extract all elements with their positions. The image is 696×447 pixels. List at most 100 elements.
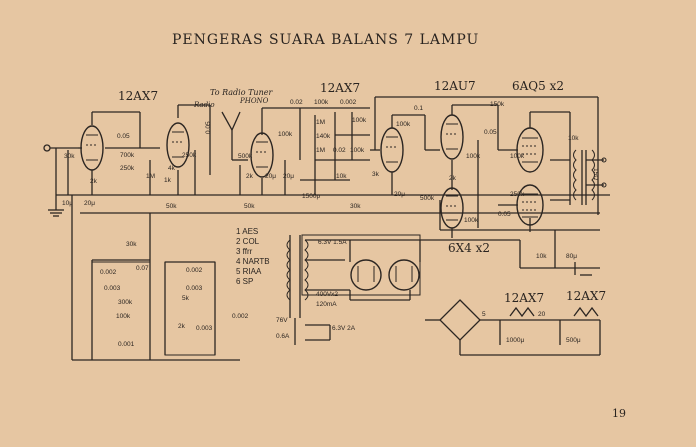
component-label: 5k	[182, 295, 190, 302]
eq-item: 6 SP	[236, 277, 253, 286]
component-label: 76V	[276, 317, 288, 324]
tube-label-v3: 12AU7	[434, 79, 476, 93]
component-label: 1k	[164, 177, 172, 184]
component-label: 150k	[490, 101, 505, 108]
component-label: 10k	[336, 173, 347, 180]
component-label: 2k	[449, 175, 457, 182]
component-label: 250k	[182, 152, 197, 159]
component-label: 0.002	[340, 99, 357, 106]
component-label: 80μ	[566, 253, 577, 260]
component-label: 0.002	[100, 269, 117, 276]
component-label: 500μ	[566, 337, 581, 344]
component-label: 0.6A	[276, 333, 290, 340]
component-label: 0.003	[196, 325, 213, 332]
component-label: 50k	[244, 203, 255, 210]
tube-rectifier-b	[388, 259, 420, 291]
component-label: 140k	[316, 133, 331, 140]
component-label: 0.05	[205, 121, 212, 134]
tube-v3a	[380, 127, 404, 173]
component-label: 0.07	[136, 265, 149, 272]
eq-item: 3 ffrr	[236, 247, 253, 256]
component-label: 400Vx2	[316, 291, 338, 298]
component-label: 15Ω	[592, 168, 599, 180]
phono-label: PHONO	[239, 97, 269, 105]
tube-label-rectifier: 6X4 x2	[448, 241, 490, 255]
component-label: 20	[538, 311, 546, 318]
component-label: 1M	[316, 119, 325, 126]
component-label: 100k	[352, 117, 367, 124]
tube-v4b	[516, 184, 544, 226]
component-label: 20μ	[394, 191, 405, 198]
tube-label-v2: 12AX7	[320, 81, 360, 95]
component-label: 100k	[314, 99, 329, 106]
tube-label-v1: 12AX7	[118, 89, 158, 103]
component-label: 1500p	[302, 193, 320, 200]
component-label: 500k	[238, 153, 253, 160]
tube-rectifier-a	[350, 259, 382, 291]
component-label: 250k	[510, 191, 525, 198]
component-label: 10μ	[62, 200, 73, 207]
power-transformer	[286, 239, 309, 301]
component-label: 100k	[278, 131, 293, 138]
component-label: 0.02	[290, 99, 303, 106]
tube-label-v4: 6AQ5 x2	[512, 79, 564, 93]
component-label: 100k	[350, 147, 365, 154]
page-title: PENGERAS SUARA BALANS 7 LAMPU	[172, 32, 479, 48]
wiring	[43, 96, 610, 361]
tube-v2	[250, 132, 274, 178]
component-label: 20μ	[265, 173, 276, 180]
component-label: 2k	[178, 323, 186, 330]
component-label: 100k	[464, 217, 479, 224]
component-label: 0.02	[333, 147, 346, 154]
component-label: 10k	[568, 135, 579, 142]
component-label: 1000μ	[506, 337, 524, 344]
component-label: 700k	[120, 152, 135, 159]
page-number: 19	[612, 407, 626, 420]
eq-item: 1 AES	[236, 227, 258, 236]
component-label: 500k	[420, 195, 435, 202]
component-label: 20μ	[283, 173, 294, 180]
output-transformer	[573, 149, 595, 201]
component-label: 30k	[126, 241, 137, 248]
component-label: 0.001	[118, 341, 135, 348]
component-label: 30k	[350, 203, 361, 210]
tube-v1	[80, 125, 104, 171]
component-label: 120mA	[316, 301, 337, 308]
component-label: 0.05	[484, 129, 497, 136]
component-label: 0.002	[186, 267, 203, 274]
tube-v3c	[440, 187, 464, 229]
component-label: 10k	[536, 253, 547, 260]
component-label: 1M	[316, 147, 325, 154]
component-label: 100k	[396, 121, 411, 128]
component-label: 300k	[118, 299, 133, 306]
eq-selector-legend: 1 AES 2 COL 3 ffrr 4 NARTB 5 RIAA 6 SP	[236, 227, 270, 286]
component-label: 2k	[90, 178, 98, 185]
rectifier-block	[301, 234, 421, 296]
component-label: 3k	[372, 171, 380, 178]
component-label: 6.3V 2A	[332, 325, 356, 332]
component-label: 4k	[168, 165, 176, 172]
component-label: 100k	[116, 313, 131, 320]
component-label: 250k	[120, 165, 135, 172]
component-label: 6.3V 1.5A	[318, 239, 347, 246]
tube-v3b	[440, 114, 464, 160]
component-labels: 30k 2k 10μ 0.05 700k 250k 1M 1k 4k 250k …	[62, 99, 599, 348]
component-label: 1M	[146, 173, 155, 180]
component-label: 50k	[166, 203, 177, 210]
component-label: 2k	[246, 173, 254, 180]
component-label: 0.002	[232, 313, 249, 320]
component-label: 100k	[510, 153, 525, 160]
tube-label-heater-b: 12AX7	[566, 289, 606, 303]
component-label: 0.05	[498, 211, 511, 218]
eq-item: 2 COL	[236, 237, 260, 246]
to-radio-tuner-label: To Radio Tuner	[210, 88, 273, 97]
eq-item: 5 RIAA	[236, 267, 262, 276]
eq-item: 4 NARTB	[236, 257, 270, 266]
component-label: 5	[482, 311, 486, 318]
component-label: 0.05	[117, 133, 130, 140]
tube-v1b	[166, 122, 190, 168]
eq-network-right	[164, 261, 216, 356]
component-label: 0.1	[414, 105, 423, 112]
